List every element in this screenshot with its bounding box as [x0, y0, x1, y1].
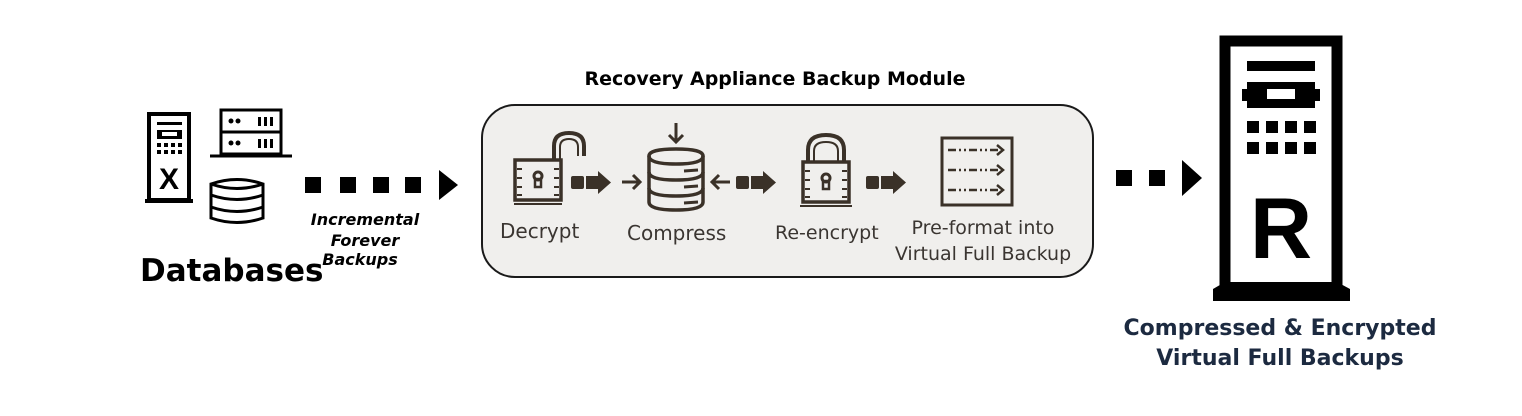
label-line: Forever: [330, 231, 400, 250]
label-line: Virtual Full Backups: [1156, 346, 1404, 371]
arrow-dot: [305, 177, 321, 193]
step-label-decrypt: Decrypt: [500, 219, 580, 243]
arrow-dot: [373, 177, 389, 193]
step-arrow-2: [736, 171, 776, 194]
step-label-re-encrypt: Re-encrypt: [775, 222, 879, 244]
databases-label: Databases: [140, 253, 324, 289]
step-label-pre-format: Pre-format into Virtual Full Backup: [884, 215, 1082, 267]
dotted-arrow-to-appliance: [1116, 160, 1202, 196]
arrow-head: [1182, 160, 1202, 196]
target-label: Compressed & Encrypted Virtual Full Back…: [1100, 314, 1460, 374]
arrow-dot: [405, 177, 421, 193]
x-letter: X: [159, 163, 179, 196]
recovery-appliance-r-icon: R: [1213, 35, 1350, 301]
module-title: Recovery Appliance Backup Module: [584, 68, 966, 90]
step-label-compress: Compress: [627, 221, 727, 245]
appliance-letter: R: [1250, 181, 1312, 277]
step-arrow-3: [866, 171, 906, 194]
dotted-arrow-incremental: [305, 170, 458, 200]
formatted-document-icon: [940, 136, 1014, 207]
arrow-dot: [1149, 170, 1165, 186]
incremental-forever-backups-label: Incremental Forever Backups: [300, 209, 430, 270]
compress-database-icon: [622, 123, 730, 212]
label-line: Compressed & Encrypted: [1123, 316, 1437, 341]
label-line: Backups: [322, 250, 398, 269]
arrow-head: [439, 170, 458, 200]
step-arrow-1: [571, 171, 611, 194]
label-line: Incremental: [310, 210, 420, 229]
locked-padlock-icon: [800, 132, 852, 207]
arrow-dot: [340, 177, 356, 193]
label-line: Pre-format into: [911, 217, 1055, 239]
database-icon: [209, 178, 265, 224]
label-line: Virtual Full Backup: [894, 243, 1072, 265]
server-tower-x-icon: X: [145, 112, 193, 203]
unlocked-padlock-icon: [513, 130, 586, 205]
arrow-dot: [1116, 170, 1132, 186]
rack-server-icon: [210, 108, 292, 158]
